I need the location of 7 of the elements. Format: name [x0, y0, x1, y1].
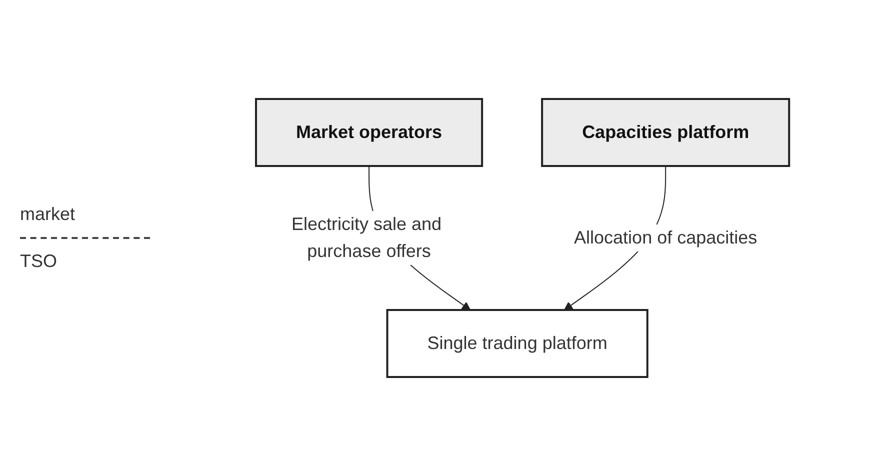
node-box: Single trading platform — [386, 308, 648, 378]
node-box: Capacities platform — [541, 98, 790, 166]
zone-label: TSO — [20, 250, 58, 272]
node-box: Market operators — [254, 98, 483, 166]
zone-label: market — [20, 204, 76, 224]
edge-label: Electricity sale and purchase offers — [291, 214, 442, 260]
edge-label: Allocation of capacities — [574, 227, 758, 247]
